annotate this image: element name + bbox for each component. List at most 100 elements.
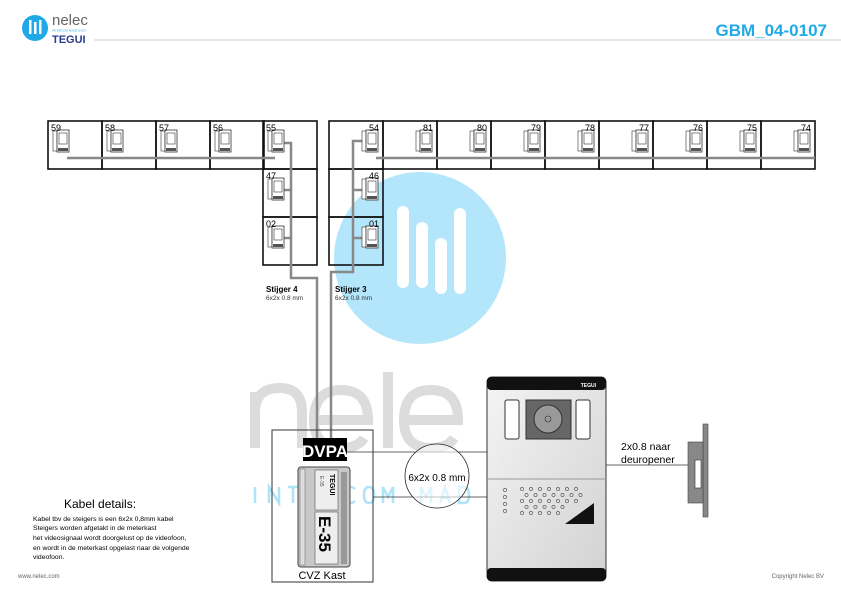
videophone-icon (469, 129, 487, 153)
website-footer: www.nelec.com (17, 574, 60, 580)
cable-details-text: Kabel tbv de steigers is een 6x2x 0,8mm … (33, 516, 190, 561)
videophone-icon (214, 129, 232, 153)
grille-hole (556, 511, 560, 515)
cable-details-line: en wordt in de meterkast opgelast naar d… (33, 545, 190, 552)
videophone-icon (361, 225, 379, 249)
unit-number: 02 (266, 219, 276, 229)
grille-hole (547, 499, 551, 503)
document-code: GBM_04-0107 (715, 21, 827, 40)
videophone-icon (415, 129, 433, 153)
grille-hole (538, 511, 542, 515)
grille-hole (560, 505, 565, 509)
grille-hole (538, 499, 542, 503)
grille-hole (520, 499, 524, 503)
cable-details-line: het videosignaal wordt doorgelust op de … (33, 535, 187, 542)
videophone-icon (361, 177, 379, 201)
unit-number: 46 (369, 171, 379, 181)
logo-name: nelec (52, 12, 88, 29)
cable-details-title: Kabel details: (64, 497, 136, 511)
unit-number: 47 (266, 171, 276, 181)
speaker-grille (503, 487, 583, 515)
grille-hole (560, 493, 565, 497)
watermark-letter (267, 482, 281, 508)
videophone-icon (739, 129, 757, 153)
riser-3-cable: 6x2x 0.8 mm (335, 295, 372, 302)
apartment-cell (760, 120, 816, 170)
name-button-left (504, 399, 520, 440)
grille-hole (520, 487, 524, 491)
grille-hole (503, 495, 507, 499)
grille-hole (533, 505, 538, 509)
cable-details-line: Kabel tbv de steigers is een 6x2x 0,8mm … (33, 516, 174, 523)
riser-4-label: Stijger 4 (266, 285, 298, 294)
grille-hole (551, 505, 556, 509)
panel-brand: TEGUI (581, 383, 597, 389)
unit-number: 57 (159, 123, 169, 133)
cable-details-line: videofoon. (33, 554, 64, 561)
e35-small-label: E-35 (318, 476, 324, 487)
apartment-grid (47, 120, 816, 266)
grille-hole (524, 505, 529, 509)
grille-hole (529, 487, 533, 491)
unit-number: 74 (801, 123, 811, 133)
watermark (250, 172, 506, 508)
grille-hole (503, 509, 507, 513)
cable-callout (404, 443, 470, 509)
logo-tagline: INTERCOM MADE EASY (52, 29, 86, 33)
unit-number: 79 (531, 123, 541, 133)
watermark-letter (381, 486, 395, 503)
logo-brand: TEGUI (52, 34, 86, 46)
unit-number: 01 (369, 219, 379, 229)
grille-hole (503, 502, 507, 506)
dvpa-label: DVPA (302, 442, 348, 461)
videophone-icon (523, 129, 541, 153)
e35-brand: TEGUI (328, 474, 335, 495)
grille-hole (503, 488, 507, 492)
door-opener-line1: 2x0.8 naar (621, 441, 671, 453)
grille-hole (542, 505, 547, 509)
unit-number: 77 (639, 123, 649, 133)
grille-hole (565, 487, 569, 491)
unit-number: 76 (693, 123, 703, 133)
videophone-icon (631, 129, 649, 153)
videophone-icon (106, 129, 124, 153)
name-button-right (575, 399, 591, 440)
door-station-panel: TEGUI (486, 376, 607, 582)
unit-number: 59 (51, 123, 61, 133)
videophone-icon (267, 225, 285, 249)
grille-hole (574, 487, 578, 491)
copyright-footer: Copyright Nelec BV (772, 574, 824, 580)
grille-hole (574, 499, 578, 503)
grille-hole (538, 487, 542, 491)
cable-callout-label: 6x2x 0.8 mm (408, 473, 465, 484)
unit-number: 56 (213, 123, 223, 133)
videophone-icon (160, 129, 178, 153)
unit-number: 80 (477, 123, 487, 133)
cvz-cabinet: DVPA TEGUI E-35 E-35 CVZ Kast (271, 429, 374, 583)
logo: nelec INTERCOM MADE EASY TEGUI (22, 12, 88, 46)
unit-number: 55 (266, 123, 276, 133)
grille-hole (578, 493, 583, 497)
riser-3-label: Stijger 3 (335, 285, 367, 294)
grille-hole (556, 499, 560, 503)
unit-number: 81 (423, 123, 433, 133)
unit-number: 58 (105, 123, 115, 133)
grille-hole (529, 499, 533, 503)
videophone-icon (52, 129, 70, 153)
watermark-letter (362, 485, 376, 505)
dvpa-module (303, 438, 347, 461)
grille-hole (529, 511, 533, 515)
videophone-icon (361, 129, 379, 153)
grille-hole (547, 511, 551, 515)
grille-hole (542, 493, 547, 497)
unit-number: 75 (747, 123, 757, 133)
videophone-icon (267, 177, 285, 201)
grille-hole (556, 487, 560, 491)
unit-number: 78 (585, 123, 595, 133)
door-opener-line2: deuropener (621, 454, 675, 466)
e35-label: E-35 (315, 516, 334, 552)
grille-hole (533, 493, 538, 497)
grille-hole (565, 499, 569, 503)
